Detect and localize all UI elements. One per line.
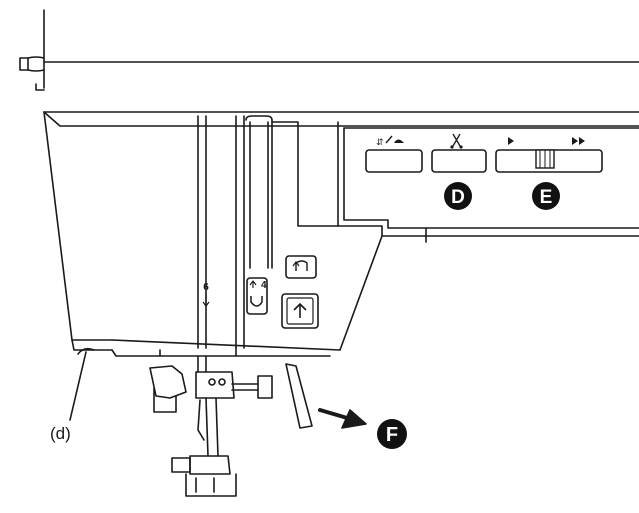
callout-arrow-f <box>318 408 367 429</box>
reverse-stitch-icon <box>292 260 308 271</box>
button-panel <box>271 121 639 351</box>
take-up-slot <box>245 115 273 269</box>
callout-e: E <box>532 182 560 210</box>
svg-text:E: E <box>540 187 553 208</box>
needle-threading-icon <box>249 280 263 307</box>
reverse-stitch-button[interactable] <box>285 255 317 279</box>
speed-button[interactable] <box>365 149 423 173</box>
play-icon <box>508 137 514 145</box>
thread-guide-arrow-icon <box>202 294 210 307</box>
scissors-icon <box>450 133 463 149</box>
presser-foot <box>149 355 273 497</box>
thread-guide-number-4: 4 <box>261 280 267 291</box>
needle-up-arrow-icon <box>293 302 307 318</box>
machine-body <box>43 61 639 351</box>
svg-text:F: F <box>386 424 398 446</box>
fast-forward-icon <box>572 137 585 145</box>
needle-threading-lever[interactable] <box>246 277 268 315</box>
presser-foot-lever <box>285 363 313 429</box>
spool-pin <box>19 9 45 91</box>
svg-text:⇵: ⇵ <box>376 137 384 147</box>
speed-tortoise-icon: ⇵ <box>376 135 404 147</box>
thread-cutter-button[interactable] <box>431 149 487 173</box>
callout-d: D <box>444 182 472 210</box>
speed-slider-button[interactable] <box>495 149 603 173</box>
svg-text:D: D <box>451 187 465 208</box>
callout-f: F <box>377 419 407 449</box>
thread-guide-number-6: 6 <box>203 282 209 293</box>
part-d-leader <box>69 347 95 421</box>
part-d-label: (d) <box>50 424 71 443</box>
presser-bar-area <box>111 347 331 357</box>
